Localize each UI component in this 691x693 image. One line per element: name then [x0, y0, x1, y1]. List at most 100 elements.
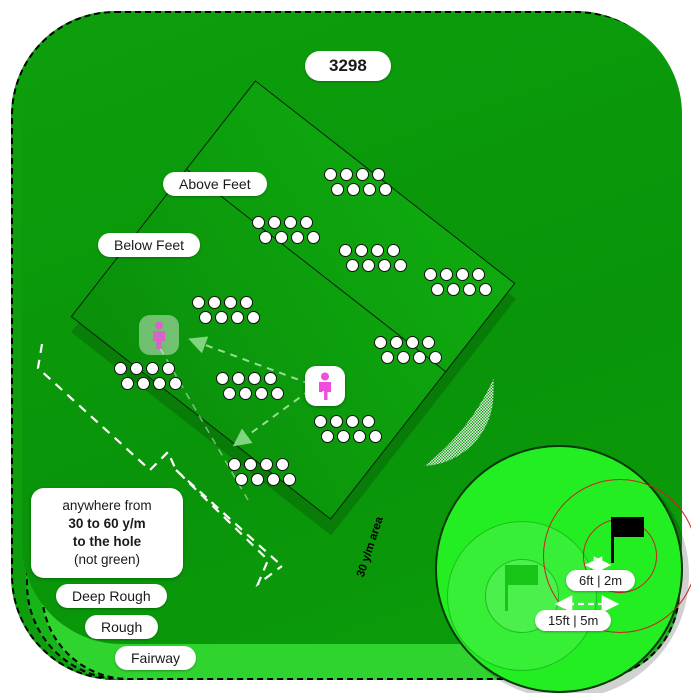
golf-ball	[440, 268, 453, 281]
hole-number-badge[interactable]: 3298	[305, 51, 391, 81]
golf-ball	[283, 473, 296, 486]
golf-ball	[413, 351, 426, 364]
golf-ball	[321, 430, 334, 443]
player-marker-previous[interactable]	[139, 315, 179, 355]
golf-ball	[276, 458, 289, 471]
golf-ball	[248, 372, 261, 385]
golf-ball	[394, 259, 407, 272]
golf-ball	[463, 283, 476, 296]
putting-green[interactable]	[435, 445, 691, 693]
slope-label-above-feet[interactable]: Above Feet	[163, 172, 267, 196]
golf-ball	[130, 362, 143, 375]
golf-ball	[331, 183, 344, 196]
golf-ball	[362, 415, 375, 428]
ball-cluster	[314, 415, 382, 443]
golf-ball	[406, 336, 419, 349]
golf-ball	[371, 244, 384, 257]
callout-line-3: to the hole	[72, 533, 142, 549]
golf-ball	[260, 458, 273, 471]
golf-ball	[232, 372, 245, 385]
golf-ball	[146, 362, 159, 375]
golf-ball	[199, 311, 212, 324]
golf-ball	[355, 244, 368, 257]
golf-ball	[240, 296, 253, 309]
golf-ball	[228, 458, 241, 471]
golf-ball	[337, 430, 350, 443]
golf-ball	[378, 259, 391, 272]
golf-ball	[247, 311, 260, 324]
golf-ball	[239, 387, 252, 400]
golf-ball	[431, 283, 444, 296]
golf-ball	[346, 415, 359, 428]
callout-line-4: (not green)	[73, 551, 141, 567]
ball-cluster	[324, 168, 392, 196]
golf-ball	[429, 351, 442, 364]
golf-ball	[387, 244, 400, 257]
golf-ball	[422, 336, 435, 349]
fifteen-foot-ring	[543, 479, 691, 633]
golf-ball	[216, 372, 229, 385]
ball-cluster	[216, 372, 284, 400]
slope-label-below-feet[interactable]: Below Feet	[98, 233, 201, 257]
golf-ball	[259, 231, 272, 244]
golf-ball	[169, 377, 182, 390]
person-icon	[319, 372, 331, 400]
distance-label-fifteen-feet[interactable]: 15ft | 5m	[535, 610, 612, 631]
callout-line-1: anywhere from	[62, 498, 152, 513]
ball-cluster	[252, 216, 320, 244]
golf-ball	[223, 387, 236, 400]
legend-label-fairway[interactable]: Fairway	[115, 646, 197, 670]
golf-ball	[347, 183, 360, 196]
golf-ball	[330, 415, 343, 428]
ball-cluster	[228, 458, 296, 486]
golf-ball	[153, 377, 166, 390]
golf-ball	[353, 430, 366, 443]
golf-ball	[456, 268, 469, 281]
golf-ball	[390, 336, 403, 349]
golf-ball	[314, 415, 327, 428]
golf-ball	[224, 296, 237, 309]
golf-ball	[291, 231, 304, 244]
golf-ball	[192, 296, 205, 309]
ball-cluster	[114, 362, 182, 390]
golf-ball	[271, 387, 284, 400]
golf-ball	[479, 283, 492, 296]
ball-cluster	[374, 336, 442, 364]
golf-ball	[472, 268, 485, 281]
golf-ball	[324, 168, 337, 181]
callout-line-2: 30 to 60 y/m	[68, 515, 146, 531]
golf-ball	[397, 351, 410, 364]
golf-ball	[251, 473, 264, 486]
golf-ball	[244, 458, 257, 471]
golf-ball	[252, 216, 265, 229]
golf-ball	[340, 168, 353, 181]
golf-ball	[235, 473, 248, 486]
legend-label-deep-rough[interactable]: Deep Rough	[56, 584, 167, 608]
golf-ball	[379, 183, 392, 196]
golf-ball	[356, 168, 369, 181]
golf-ball	[208, 296, 221, 309]
golf-ball	[231, 311, 244, 324]
golf-ball	[374, 336, 387, 349]
player-marker-current[interactable]	[305, 366, 345, 406]
golf-ball	[424, 268, 437, 281]
golf-ball	[268, 216, 281, 229]
golf-ball	[284, 216, 297, 229]
person-icon	[153, 321, 165, 349]
golf-ball	[162, 362, 175, 375]
golf-ball	[114, 362, 127, 375]
golf-ball	[255, 387, 268, 400]
distance-label-six-feet[interactable]: 6ft | 2m	[566, 570, 636, 591]
golf-ball	[137, 377, 150, 390]
golf-ball	[307, 231, 320, 244]
legend-label-rough[interactable]: Rough	[85, 615, 159, 639]
golf-ball	[275, 231, 288, 244]
golf-ball	[369, 430, 382, 443]
approach-distance-callout: anywhere from 30 to 60 y/m to the hole (…	[31, 488, 183, 578]
golf-ball	[362, 259, 375, 272]
golf-ball	[215, 311, 228, 324]
golf-ball	[381, 351, 394, 364]
golf-ball	[372, 168, 385, 181]
golf-ball	[121, 377, 134, 390]
